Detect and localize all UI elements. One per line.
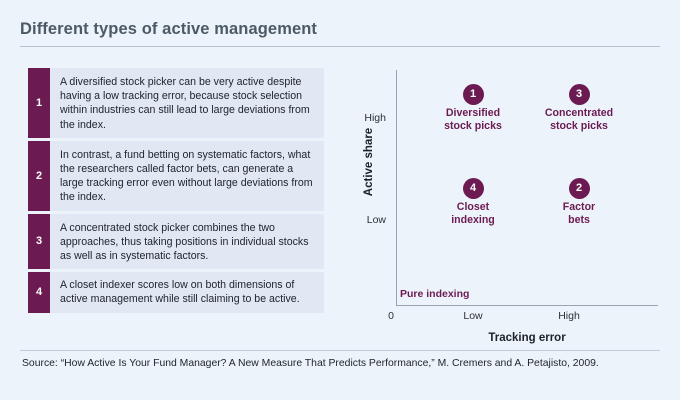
quadrant-point-closet-indexing: 4 Closet indexing	[418, 178, 528, 227]
footer-divider	[20, 350, 660, 351]
x-tick-low: Low	[463, 310, 483, 322]
quadrant-label: Factor bets	[524, 201, 634, 227]
quadrant-label-line1: Factor	[562, 201, 596, 213]
header-divider	[20, 46, 660, 47]
note-item: 4 A closet indexer scores low on both di…	[28, 272, 324, 313]
note-text: A closet indexer scores low on both dime…	[60, 279, 300, 306]
y-tick-low: Low	[366, 214, 386, 226]
note-item: 3 A concentrated stock picker combines t…	[28, 213, 324, 270]
quadrant-point-diversified: 1 Diversified stock picks	[418, 84, 528, 133]
quadrant-label: Concentrated stock picks	[524, 107, 634, 133]
notes-panel: 1 A diversified stock picker can be very…	[28, 68, 324, 316]
marker-badge-1: 1	[462, 84, 484, 105]
quadrant-label-line2: stock picks	[444, 119, 502, 132]
x-axis-line	[396, 305, 658, 306]
note-number-tab: 2	[28, 140, 50, 211]
marker-badge-2: 2	[568, 178, 590, 199]
x-tick-high: High	[558, 310, 580, 322]
quadrant-label-line1: Diversified	[445, 107, 501, 119]
pure-indexing-annotation: Pure indexing	[400, 288, 470, 300]
source-note: Source: “How Active Is Your Fund Manager…	[22, 358, 599, 369]
note-number-tab: 1	[28, 68, 50, 138]
quadrant-chart: High Low Active share Pure indexing 0 Lo…	[352, 64, 668, 344]
quadrant-label-line2: indexing	[451, 213, 495, 226]
quadrant-point-factor-bets: 2 Factor bets	[524, 178, 634, 227]
note-text: A concentrated stock picker combines the…	[60, 221, 309, 263]
y-axis-line	[396, 70, 397, 306]
quadrant-label-line2: stock picks	[550, 119, 608, 132]
note-item: 2 In contrast, a fund betting on systema…	[28, 140, 324, 211]
header: Different types of active management	[20, 18, 660, 50]
y-tick-high: High	[364, 112, 386, 124]
quadrant-point-concentrated: 3 Concentrated stock picks	[524, 84, 634, 133]
note-item: 1 A diversified stock picker can be very…	[28, 68, 324, 138]
note-number-tab: 4	[28, 272, 50, 313]
quadrant-label: Closet indexing	[418, 201, 528, 227]
note-number-tab: 3	[28, 213, 50, 270]
x-tick-zero: 0	[388, 310, 394, 322]
x-axis-title: Tracking error	[488, 332, 566, 344]
quadrant-label-line2: bets	[568, 213, 590, 226]
marker-badge-3: 3	[568, 84, 590, 105]
quadrant-label-line1: Concentrated	[544, 107, 614, 119]
note-text: A diversified stock picker can be very a…	[60, 76, 310, 131]
y-axis-title: Active share	[363, 127, 375, 197]
quadrant-label-line1: Closet	[456, 201, 490, 213]
page-title: Different types of active management	[20, 20, 318, 38]
quadrant-label: Diversified stock picks	[418, 107, 528, 133]
note-text: In contrast, a fund betting on systemati…	[60, 148, 313, 204]
marker-badge-4: 4	[462, 178, 484, 199]
